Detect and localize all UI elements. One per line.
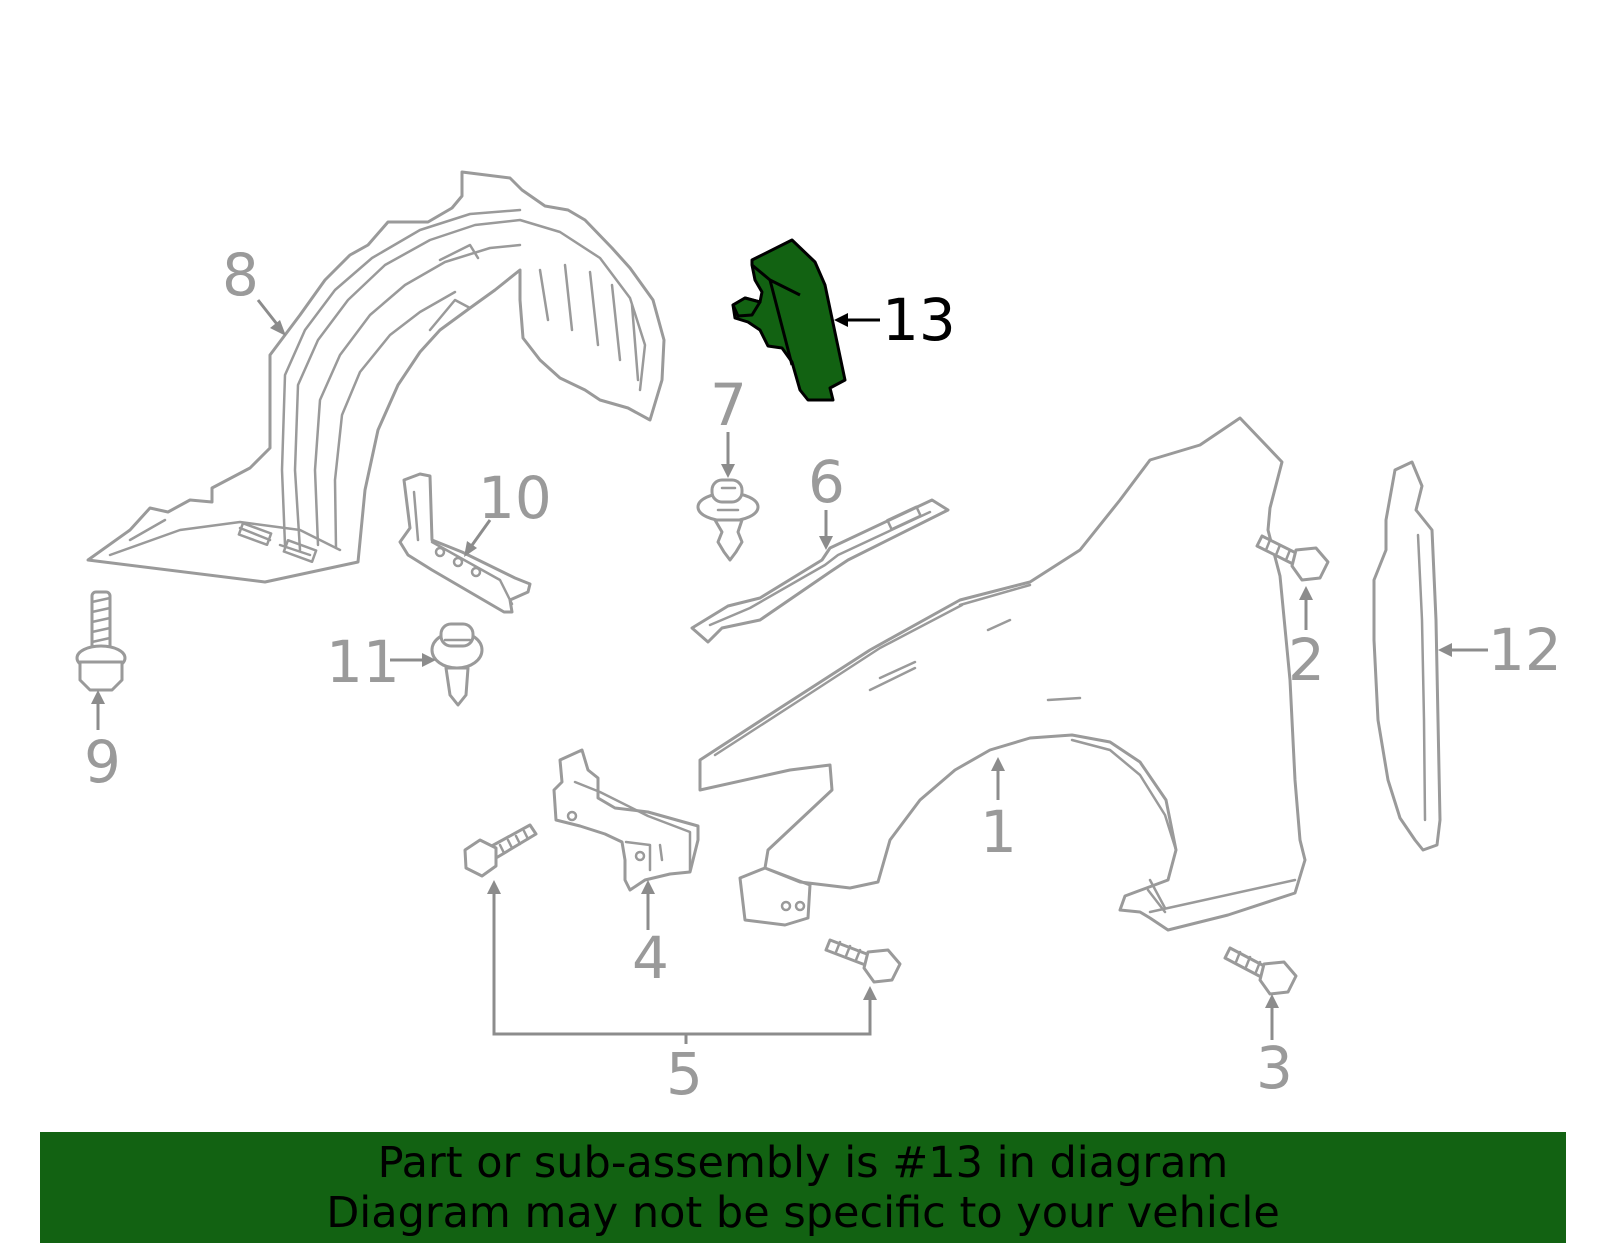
leaders	[91, 299, 1488, 1044]
part-5-bolt-right[interactable]	[824, 938, 902, 984]
part-3-bolt[interactable]	[1223, 946, 1298, 996]
part-5-bolt-left[interactable]	[463, 823, 538, 878]
part-12-seal[interactable]	[1372, 460, 1442, 852]
part-9-bolt[interactable]	[75, 590, 127, 692]
part-1-front-fender[interactable]	[698, 416, 1307, 932]
callout-4: 4	[632, 924, 669, 992]
callout-1: 1	[980, 798, 1017, 866]
part-4-bracket[interactable]	[552, 748, 700, 892]
part-8-fender-liner[interactable]	[86, 170, 666, 584]
banner-line-2: Diagram may not be specific to your vehi…	[326, 1187, 1280, 1238]
part-2-bolt[interactable]	[1255, 534, 1330, 582]
callout-5: 5	[666, 1040, 703, 1108]
part-7-push-clip[interactable]	[696, 478, 760, 562]
part-6-strip[interactable]	[690, 498, 950, 644]
callout-13: 13	[882, 286, 956, 354]
part-10-bracket[interactable]	[398, 472, 532, 614]
callout-2: 2	[1288, 626, 1325, 694]
info-banner: Part or sub-assembly is #13 in diagram D…	[40, 1132, 1566, 1243]
callout-7: 7	[710, 371, 747, 439]
callout-10: 10	[478, 464, 552, 532]
part-13-bracket-highlighted[interactable]	[731, 238, 847, 402]
callout-8: 8	[222, 241, 259, 309]
part-11-clip[interactable]	[430, 622, 484, 707]
callout-12: 12	[1488, 616, 1562, 684]
callout-3: 3	[1256, 1034, 1293, 1102]
callout-11: 11	[326, 628, 400, 696]
callout-6: 6	[808, 448, 845, 516]
banner-line-1: Part or sub-assembly is #13 in diagram	[377, 1137, 1229, 1188]
callout-9: 9	[84, 728, 121, 796]
